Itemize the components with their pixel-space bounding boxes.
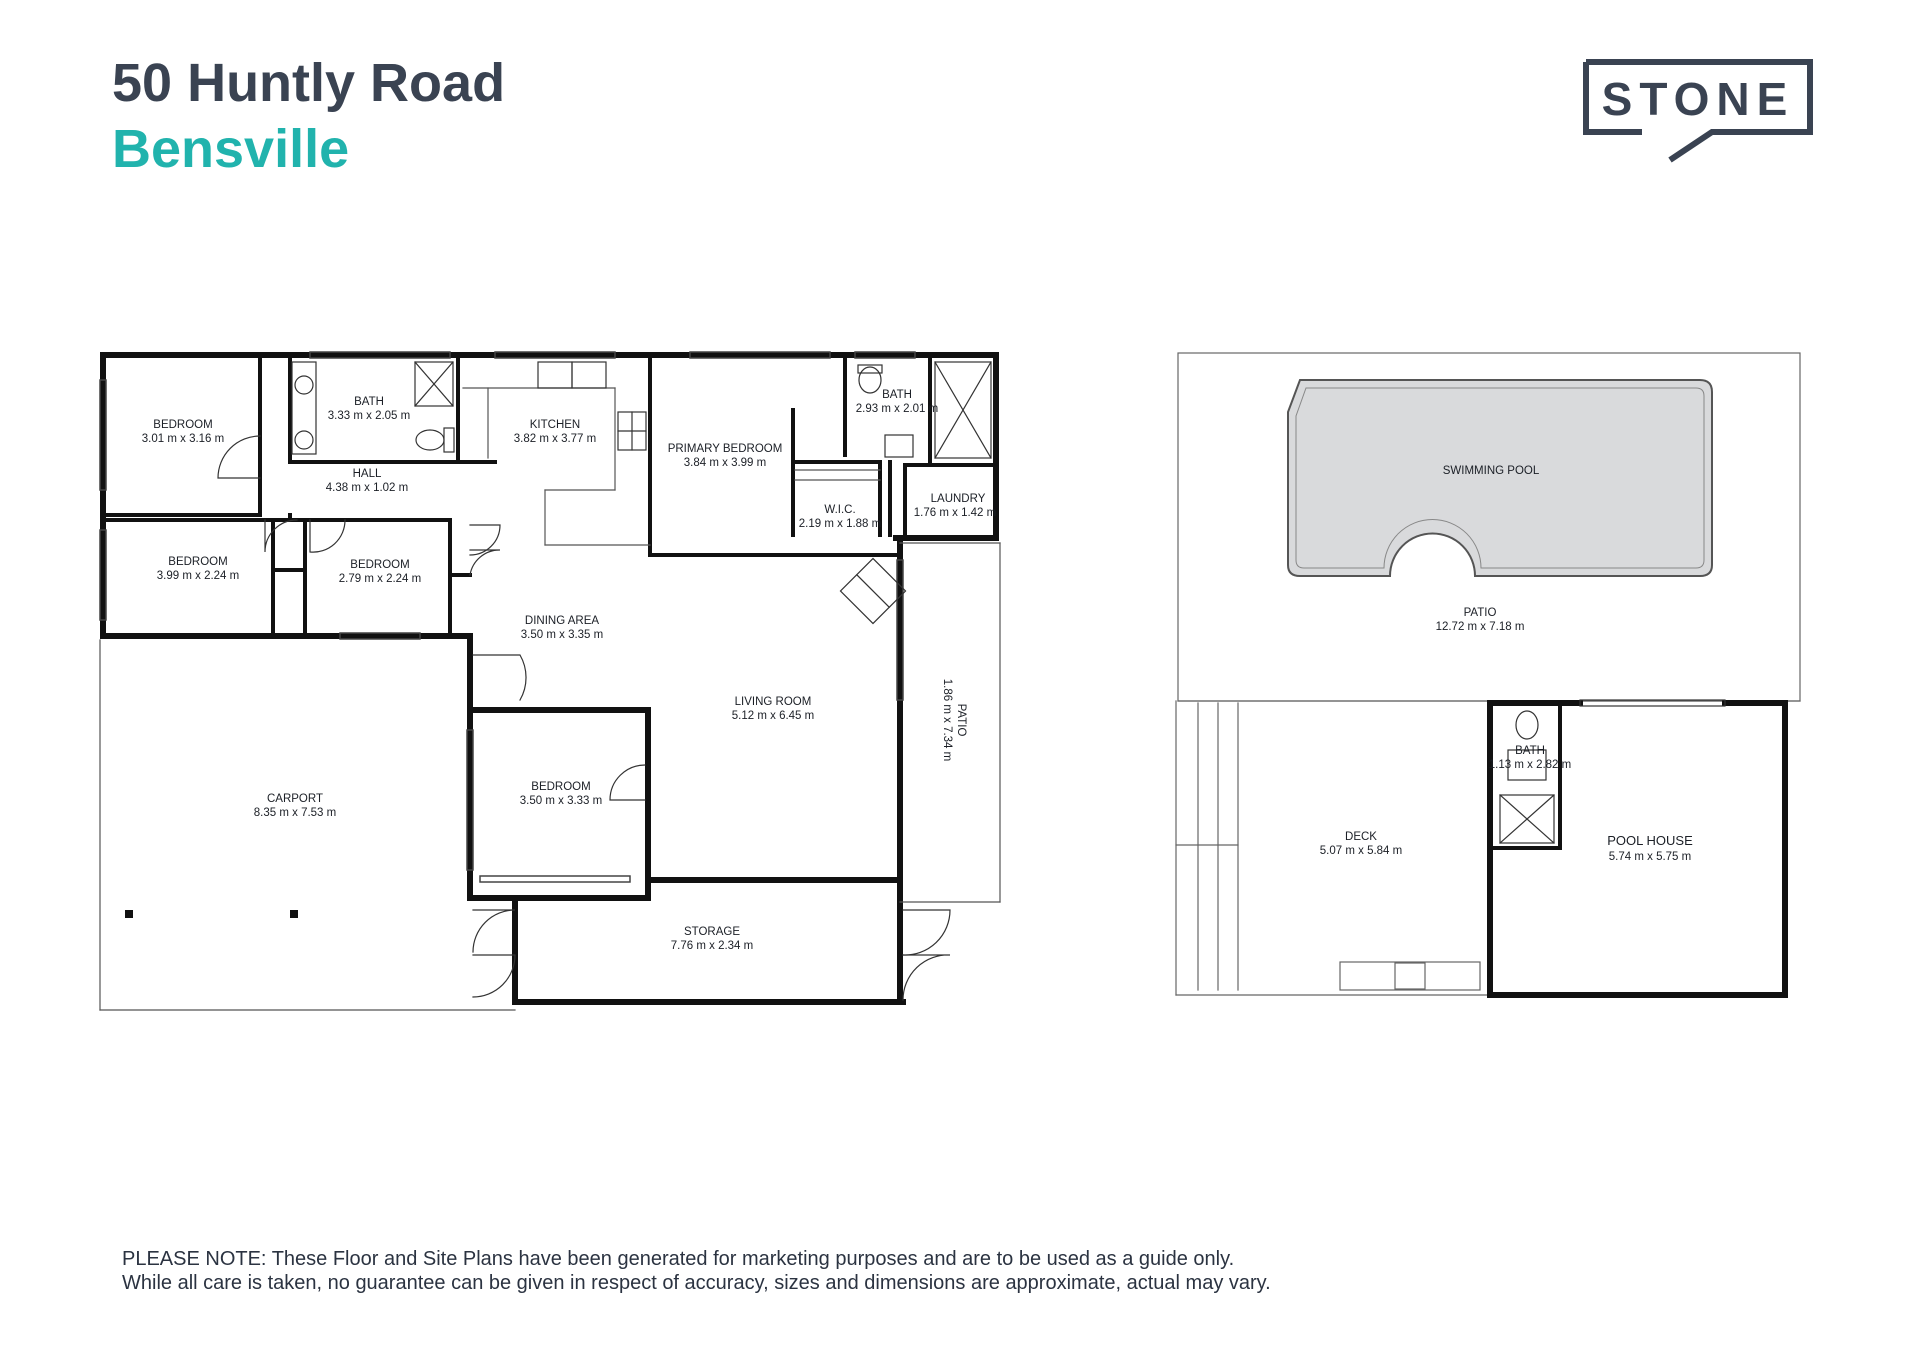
patio-side-label: PATIO bbox=[955, 704, 967, 737]
pool-label: SWIMMING POOL bbox=[1443, 465, 1540, 477]
bedroom2-size: 3.99 m x 2.24 m bbox=[157, 570, 239, 582]
wic-label: W.I.C. bbox=[824, 504, 855, 516]
poolhouse-label: POOL HOUSE bbox=[1607, 833, 1693, 848]
bedroom3-size: 2.79 m x 2.24 m bbox=[339, 573, 421, 585]
patio-site-size: 12.72 m x 7.18 m bbox=[1436, 621, 1525, 633]
dining-label: DINING AREA bbox=[525, 615, 599, 627]
disclaimer-line-1: PLEASE NOTE: These Floor and Site Plans … bbox=[122, 1248, 1235, 1270]
logo-wordmark: STONE bbox=[1602, 73, 1795, 125]
dining-size: 3.50 m x 3.35 m bbox=[521, 629, 603, 641]
storage-label: STORAGE bbox=[684, 926, 740, 938]
hall-size: 4.38 m x 1.02 m bbox=[326, 482, 408, 494]
bedroom1-size: 3.01 m x 3.16 m bbox=[142, 433, 224, 445]
deck-size: 5.07 m x 5.84 m bbox=[1320, 845, 1402, 857]
bath3-size: 1.13 m x 2.82 m bbox=[1489, 759, 1571, 771]
deck-label: DECK bbox=[1345, 831, 1377, 843]
carport-label: CARPORT bbox=[267, 793, 323, 805]
patio-side-size: 1.86 m x 7.34 m bbox=[941, 679, 953, 761]
poolhouse-size: 5.74 m x 5.75 m bbox=[1609, 851, 1691, 863]
bedroom3-label: BEDROOM bbox=[350, 559, 409, 571]
primary-label: PRIMARY BEDROOM bbox=[668, 443, 783, 455]
living-label: LIVING ROOM bbox=[735, 696, 812, 708]
bath2-size: 2.93 m x 2.01 m bbox=[856, 403, 938, 415]
kitchen-label: KITCHEN bbox=[530, 419, 580, 431]
disclaimer-line-2: While all care is taken, no guarantee ca… bbox=[122, 1272, 1271, 1294]
address-street: 50 Huntly Road bbox=[112, 53, 506, 113]
bedroom1-label: BEDROOM bbox=[153, 419, 212, 431]
kitchen-size: 3.82 m x 3.77 m bbox=[514, 433, 596, 445]
wic-size: 2.19 m x 1.88 m bbox=[799, 518, 881, 530]
bath2-label: BATH bbox=[882, 389, 912, 401]
bath1-size: 3.33 m x 2.05 m bbox=[328, 410, 410, 422]
address-suburb: Bensville bbox=[112, 119, 350, 179]
hall-label: HALL bbox=[353, 468, 382, 480]
primary-size: 3.84 m x 3.99 m bbox=[684, 457, 766, 469]
bath3-label: BATH bbox=[1515, 745, 1545, 757]
bedroom4-label: BEDROOM bbox=[531, 781, 590, 793]
living-size: 5.12 m x 6.45 m bbox=[732, 710, 814, 722]
laundry-label: LAUNDRY bbox=[931, 493, 986, 505]
bedroom4-size: 3.50 m x 3.33 m bbox=[520, 795, 602, 807]
bath1-label: BATH bbox=[354, 396, 384, 408]
carport-size: 8.35 m x 7.53 m bbox=[254, 807, 336, 819]
disclaimer: PLEASE NOTE: These Floor and Site Plans … bbox=[122, 1247, 1271, 1295]
storage-size: 7.76 m x 2.34 m bbox=[671, 940, 753, 952]
patio-site-label: PATIO bbox=[1464, 607, 1497, 619]
bedroom2-label: BEDROOM bbox=[168, 556, 227, 568]
stone-logo: STONE bbox=[1583, 59, 1813, 163]
laundry-size: 1.76 m x 1.42 m bbox=[914, 507, 996, 519]
